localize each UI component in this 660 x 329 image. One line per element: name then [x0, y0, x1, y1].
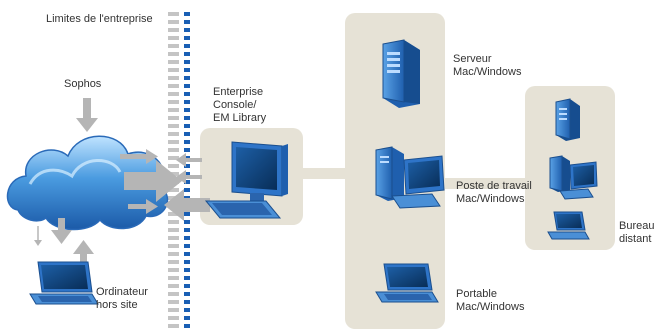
boundary-dash	[184, 300, 190, 304]
boundary-dash	[184, 212, 190, 216]
boundary-dash	[184, 172, 190, 176]
boundary-dash	[168, 164, 179, 168]
boundary-dash	[168, 284, 179, 288]
boundary-dash	[184, 284, 190, 288]
boundary-dash	[184, 92, 190, 96]
remote-laptop-icon	[547, 211, 590, 240]
boundary-dash	[168, 220, 179, 224]
boundary-dash	[168, 212, 179, 216]
boundary-dash	[168, 100, 179, 104]
boundary-dash	[184, 84, 190, 88]
boundary-dash	[184, 52, 190, 56]
boundary-dash	[168, 84, 179, 88]
boundary-dash	[184, 76, 190, 80]
boundary-dash	[184, 28, 190, 32]
boundary-dash	[168, 60, 179, 64]
boundary-dash	[168, 236, 179, 240]
connector-bar	[443, 178, 529, 189]
boundary-dash	[184, 44, 190, 48]
boundary-dash	[184, 220, 190, 224]
boundary-dash	[184, 164, 190, 168]
boundary-dash	[184, 316, 190, 320]
boundary-dash	[184, 260, 190, 264]
boundary-dash	[168, 156, 179, 160]
workstation-icon	[375, 146, 445, 209]
offsite-laptop-label: Ordinateur hors site	[96, 286, 148, 311]
boundary-dash	[168, 92, 179, 96]
boundary-dash	[168, 76, 179, 80]
boundary-dash	[184, 308, 190, 312]
boundary-dash	[168, 268, 179, 272]
boundary-dash	[184, 292, 190, 296]
connector-bar	[300, 168, 348, 179]
remote-office-label: Bureau distant	[619, 220, 655, 245]
enterprise-boundary	[168, 12, 190, 328]
portable-laptop-icon	[375, 263, 439, 303]
console-label: Enterprise Console/ EM Library	[213, 86, 267, 124]
boundary-label: Limites de l'entreprise	[46, 13, 153, 25]
boundary-dash	[168, 276, 179, 280]
boundary-dash	[168, 300, 179, 304]
boundary-dash	[184, 228, 190, 232]
sophos-label: Sophos	[64, 78, 102, 90]
portable-label: Portable Mac/Windows	[456, 288, 525, 313]
boundary-dash	[168, 12, 179, 16]
boundary-dash	[168, 252, 179, 256]
boundary-dash	[168, 132, 179, 136]
server-label: Serveur Mac/Windows	[453, 53, 522, 78]
exchange-arrows	[120, 149, 210, 221]
download-arrow-icon	[76, 98, 98, 132]
boundary-dash	[168, 260, 179, 264]
boundary-dash	[184, 108, 190, 112]
boundary-dash	[184, 244, 190, 248]
boundary-dash	[184, 148, 190, 152]
boundary-dash	[168, 52, 179, 56]
boundary-dash	[184, 276, 190, 280]
boundary-dash	[168, 228, 179, 232]
boundary-dash	[168, 20, 179, 24]
boundary-dash	[184, 68, 190, 72]
boundary-dash	[184, 116, 190, 120]
boundary-dash	[168, 172, 179, 176]
boundary-dash	[168, 244, 179, 248]
boundary-dash	[168, 292, 179, 296]
remote-server-icon	[555, 98, 580, 141]
offsite-arrows	[34, 218, 94, 264]
boundary-dash	[168, 140, 179, 144]
boundary-dash	[184, 100, 190, 104]
boundary-dash	[168, 36, 179, 40]
boundary-dash	[168, 68, 179, 72]
console-workstation-icon	[204, 141, 288, 219]
boundary-dash	[168, 108, 179, 112]
boundary-dash	[184, 12, 190, 16]
boundary-dash	[184, 36, 190, 40]
boundary-dash	[184, 124, 190, 128]
boundary-dash	[168, 188, 179, 192]
boundary-dash	[168, 44, 179, 48]
boundary-dash	[168, 316, 179, 320]
boundary-dash	[184, 268, 190, 272]
boundary-dash	[184, 188, 190, 192]
boundary-dash	[184, 236, 190, 240]
remote-workstation-icon	[549, 155, 598, 200]
boundary-dash	[168, 308, 179, 312]
boundary-dash	[184, 140, 190, 144]
boundary-dash	[168, 148, 179, 152]
server-tower-icon	[382, 39, 420, 108]
boundary-dash	[184, 180, 190, 184]
workstation-label: Poste de travail Mac/Windows	[456, 180, 532, 205]
boundary-dash	[184, 132, 190, 136]
offsite-laptop-icon	[29, 261, 99, 305]
boundary-dash	[168, 324, 179, 328]
boundary-dash	[184, 60, 190, 64]
boundary-dash	[184, 20, 190, 24]
boundary-dash	[184, 252, 190, 256]
boundary-dash	[168, 28, 179, 32]
boundary-dash	[184, 324, 190, 328]
boundary-dash	[168, 116, 179, 120]
boundary-dash	[168, 124, 179, 128]
